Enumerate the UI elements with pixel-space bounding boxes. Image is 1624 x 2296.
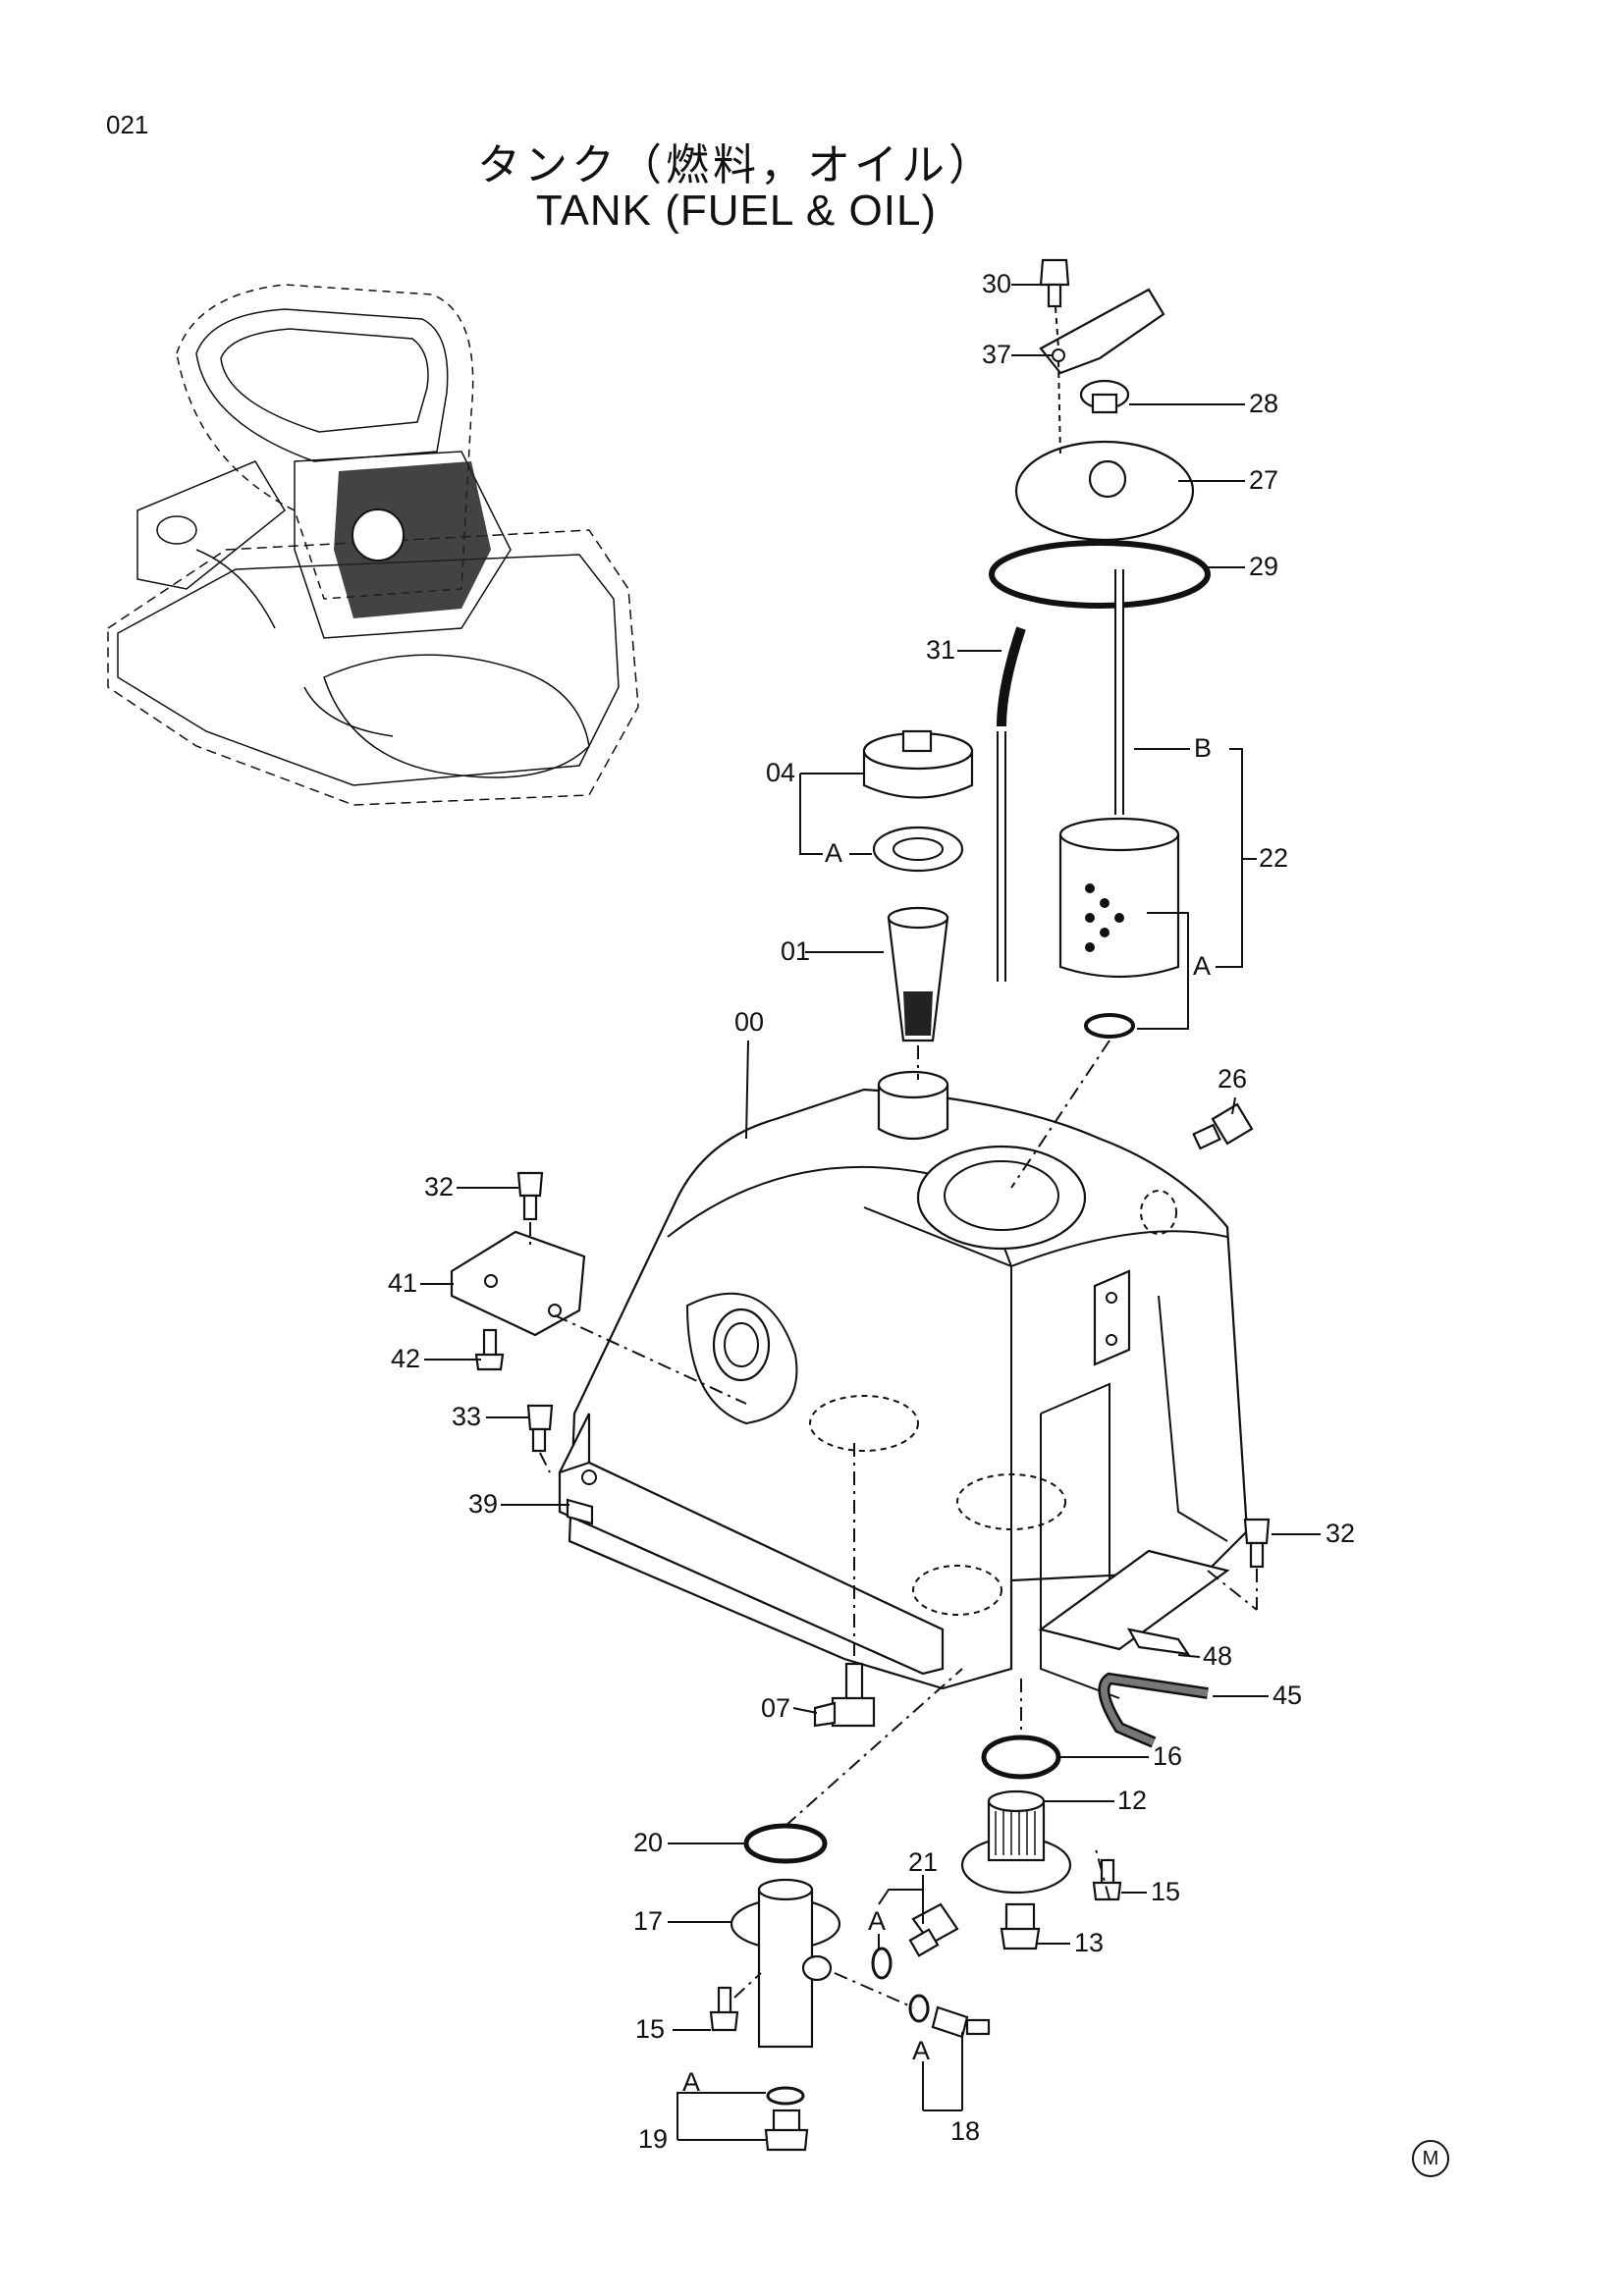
label-00: 00 <box>734 1007 764 1037</box>
label-04: 04 <box>766 758 795 787</box>
assembly-lines <box>529 306 1258 2008</box>
callout-labels: 30 37 28 27 29 31 B 22 A 04 A 01 00 26 3… <box>388 269 1355 2154</box>
label-18: 18 <box>950 2116 980 2146</box>
machine-overview-illustration <box>107 284 639 806</box>
label-17: 17 <box>633 1906 663 1936</box>
label-group-a-04: A <box>825 838 842 868</box>
title-english: TANK (FUEL & OIL) <box>535 187 938 235</box>
label-group-b: B <box>1194 733 1212 763</box>
label-19: 19 <box>638 2124 668 2154</box>
label-37: 37 <box>982 340 1011 369</box>
corner-mark: M <box>1412 2140 1449 2177</box>
label-31: 31 <box>926 635 955 665</box>
label-13: 13 <box>1074 1928 1104 1957</box>
label-07: 07 <box>761 1693 790 1723</box>
label-32-right: 32 <box>1326 1519 1355 1548</box>
label-45: 45 <box>1272 1681 1302 1710</box>
label-26: 26 <box>1218 1064 1247 1094</box>
leader-lines <box>420 284 1321 2141</box>
label-48: 48 <box>1203 1641 1232 1671</box>
label-15-left: 15 <box>635 2014 665 2044</box>
label-12: 12 <box>1117 1786 1147 1815</box>
label-27: 27 <box>1249 465 1278 495</box>
label-32-left: 32 <box>424 1172 454 1201</box>
label-15-right: 15 <box>1151 1877 1180 1906</box>
label-42: 42 <box>391 1344 420 1373</box>
label-group-a-21: A <box>868 1906 886 1936</box>
label-group-a-18: A <box>912 2036 930 2065</box>
label-22: 22 <box>1259 843 1288 873</box>
tank-body-illustration <box>558 1070 1249 1699</box>
label-16: 16 <box>1153 1741 1182 1771</box>
page-number: 021 <box>106 110 149 139</box>
title-japanese: タンク（燃料，オイル） <box>477 140 996 190</box>
label-29: 29 <box>1249 552 1278 581</box>
label-41: 41 <box>388 1268 417 1298</box>
label-20: 20 <box>633 1828 663 1857</box>
label-28: 28 <box>1249 389 1278 418</box>
label-39: 39 <box>468 1489 498 1519</box>
label-group-a-22: A <box>1193 951 1211 981</box>
label-group-a-19: A <box>682 2067 700 2097</box>
label-30: 30 <box>982 269 1011 298</box>
label-01: 01 <box>781 936 810 966</box>
label-21: 21 <box>908 1847 938 1877</box>
part-illustrations <box>450 258 1271 2152</box>
label-33: 33 <box>452 1402 481 1431</box>
